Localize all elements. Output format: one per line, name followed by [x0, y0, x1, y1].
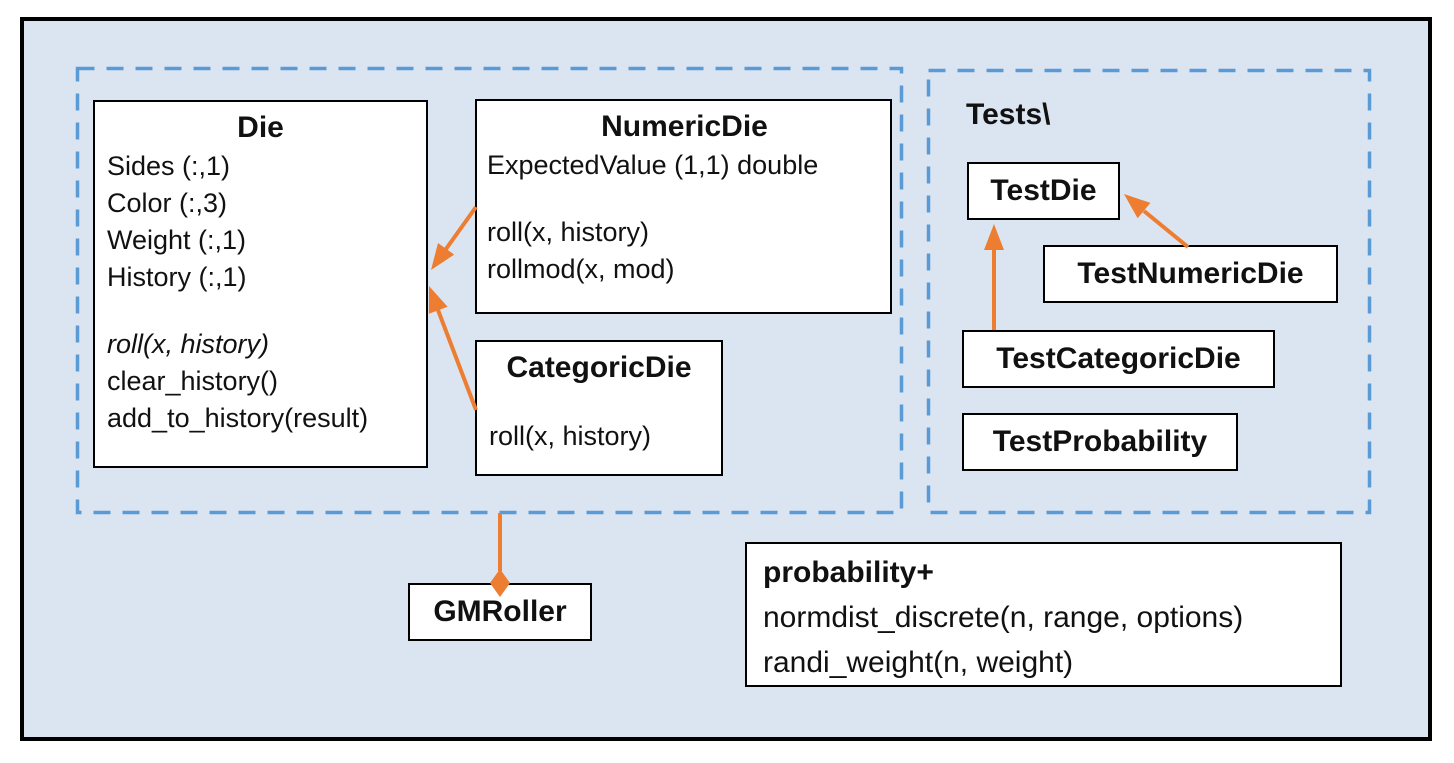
testnumericdie-class-title: TestNumericDie [1077, 257, 1304, 290]
die-method-abstract: roll(x, history) [107, 329, 270, 359]
probability-package-title: probability+ [763, 556, 934, 589]
testdie-class-title: TestDie [990, 174, 1097, 207]
spacer [107, 296, 414, 326]
categoricdie-class-title: CategoricDie [506, 351, 692, 384]
die-attribute: Weight (:,1) [107, 225, 247, 255]
testnumericdie-class-box: TestNumericDie [1043, 245, 1338, 303]
numericdie-class-box: NumericDie ExpectedValue (1,1) double ro… [475, 99, 892, 314]
testcategoricdie-class-box: TestCategoricDie [962, 330, 1275, 388]
die-attribute: Sides (:,1) [107, 151, 231, 181]
numericdie-method: rollmod(x, mod) [487, 254, 675, 284]
probability-function: randi_weight(n, weight) [763, 646, 1074, 679]
categoricdie-class-box: CategoricDie roll(x, history) [475, 340, 723, 476]
probability-package-box: probability+ normdist_discrete(n, range,… [745, 542, 1342, 687]
die-class-box: Die Sides (:,1) Color (:,3) Weight (:,1)… [93, 100, 428, 468]
testprobability-class-title: TestProbability [992, 425, 1208, 458]
spacer [487, 184, 882, 214]
categoricdie-method: roll(x, history) [489, 421, 652, 451]
die-class-title: Die [237, 111, 284, 144]
gmroller-class-title: GMRoller [433, 595, 567, 628]
numericdie-attribute: ExpectedValue (1,1) double [487, 150, 819, 180]
numericdie-method: roll(x, history) [487, 217, 650, 247]
die-method: add_to_history(result) [107, 403, 369, 433]
die-attribute: History (:,1) [107, 262, 247, 292]
testprobability-class-box: TestProbability [962, 413, 1238, 471]
numericdie-class-title: NumericDie [601, 110, 768, 143]
testcategoricdie-class-title: TestCategoricDie [996, 342, 1241, 375]
spacer [489, 388, 709, 418]
testdie-class-box: TestDie [967, 162, 1120, 220]
die-method: clear_history() [107, 366, 279, 396]
probability-function: normdist_discrete(n, range, options) [763, 601, 1244, 634]
gmroller-class-box: GMRoller [408, 583, 592, 641]
die-attribute: Color (:,3) [107, 188, 228, 218]
tests-package-label: Tests\ [966, 98, 1051, 131]
